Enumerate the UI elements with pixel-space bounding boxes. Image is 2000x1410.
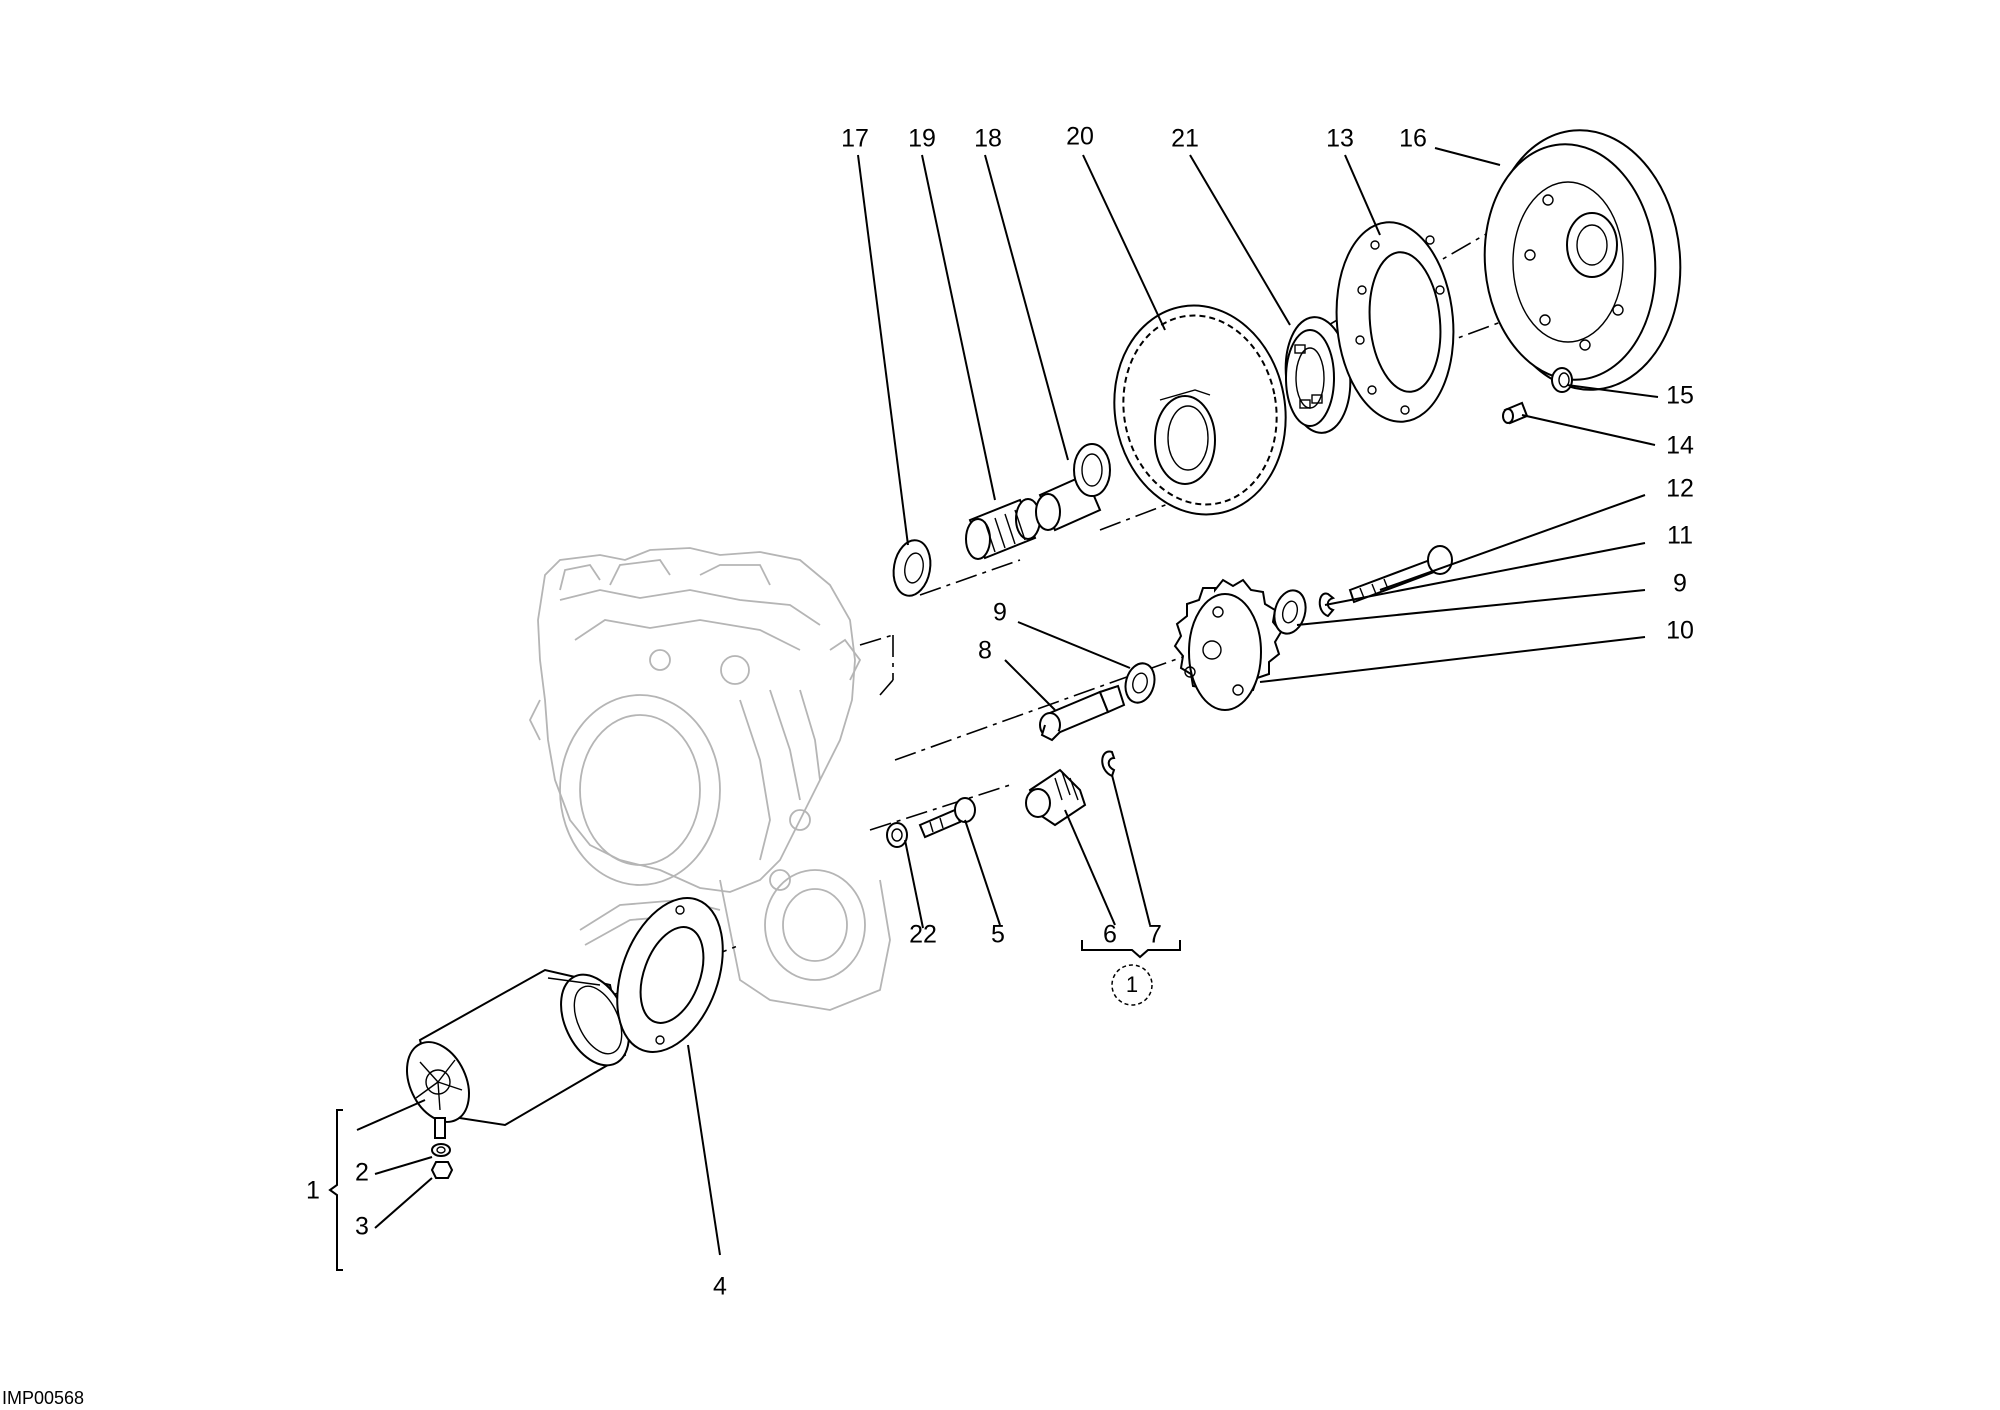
starter-motor: [406, 968, 630, 1139]
callout-12: 12: [1666, 475, 1694, 503]
callout-21: 21: [1171, 125, 1199, 153]
callout-6: 6: [1103, 921, 1117, 949]
flange-gasket: [616, 897, 724, 1053]
callout-2: 2: [355, 1159, 369, 1187]
thrust-washer-9a: [1124, 662, 1156, 704]
bushing-18: [1035, 443, 1111, 532]
sprag-clutch-21: [1284, 316, 1352, 434]
drawing-code: IMP00568: [2, 1388, 84, 1408]
idler-shaft-8: [1039, 684, 1126, 742]
callout-9-left: 9: [993, 599, 1007, 627]
callout-5: 5: [991, 921, 1005, 949]
bushing-15: [1551, 367, 1573, 393]
clutch-flange-13: [1335, 221, 1455, 423]
group-1-brace: [328, 1109, 343, 1271]
callout-3: 3: [355, 1213, 369, 1241]
flywheel-16: [1483, 129, 1682, 391]
leader-lines: [356, 147, 1659, 1256]
callout-10: 10: [1666, 617, 1694, 645]
callout-17: 17: [841, 125, 869, 153]
bolt-12: [1348, 545, 1453, 604]
callout-13: 13: [1326, 125, 1354, 153]
group-6-7-brace: [1081, 940, 1181, 959]
idler-gear-10: [1173, 578, 1283, 711]
needle-bearing-19: [965, 498, 1041, 560]
circlip-7: [1101, 750, 1116, 778]
callout-8: 8: [978, 637, 992, 665]
callout-20: 20: [1066, 123, 1094, 151]
nut-3: [430, 1161, 454, 1179]
callout-18: 18: [974, 125, 1002, 153]
thrust-washer-17: [892, 539, 932, 597]
callout-4: 4: [713, 1273, 727, 1301]
callout-14: 14: [1666, 432, 1694, 460]
group-marker-label: 1: [1126, 972, 1138, 997]
callout-16: 16: [1399, 125, 1427, 153]
callout-7: 7: [1148, 921, 1162, 949]
callout-15: 15: [1666, 382, 1694, 410]
screw-5: [918, 797, 976, 839]
callout-19: 19: [908, 125, 936, 153]
dowel-14: [1502, 401, 1529, 425]
callout-22: 22: [909, 921, 937, 949]
callout-9-right: 9: [1673, 570, 1687, 598]
callout-1: 1: [306, 1177, 320, 1205]
washer-2: [431, 1143, 451, 1157]
pinion-gear-6: [1025, 768, 1087, 827]
starter-gear-20: [1113, 304, 1287, 516]
group-marker: 1: [1111, 964, 1153, 1006]
engine-case-outline: [528, 547, 891, 1011]
thrust-washer-9b: [1273, 589, 1307, 635]
callout-labels: 17 19 18 20 21 13 16 15 14 12 11 9 10 9 …: [306, 123, 1694, 1301]
washer-22: [886, 822, 908, 848]
callout-11: 11: [1667, 522, 1693, 550]
